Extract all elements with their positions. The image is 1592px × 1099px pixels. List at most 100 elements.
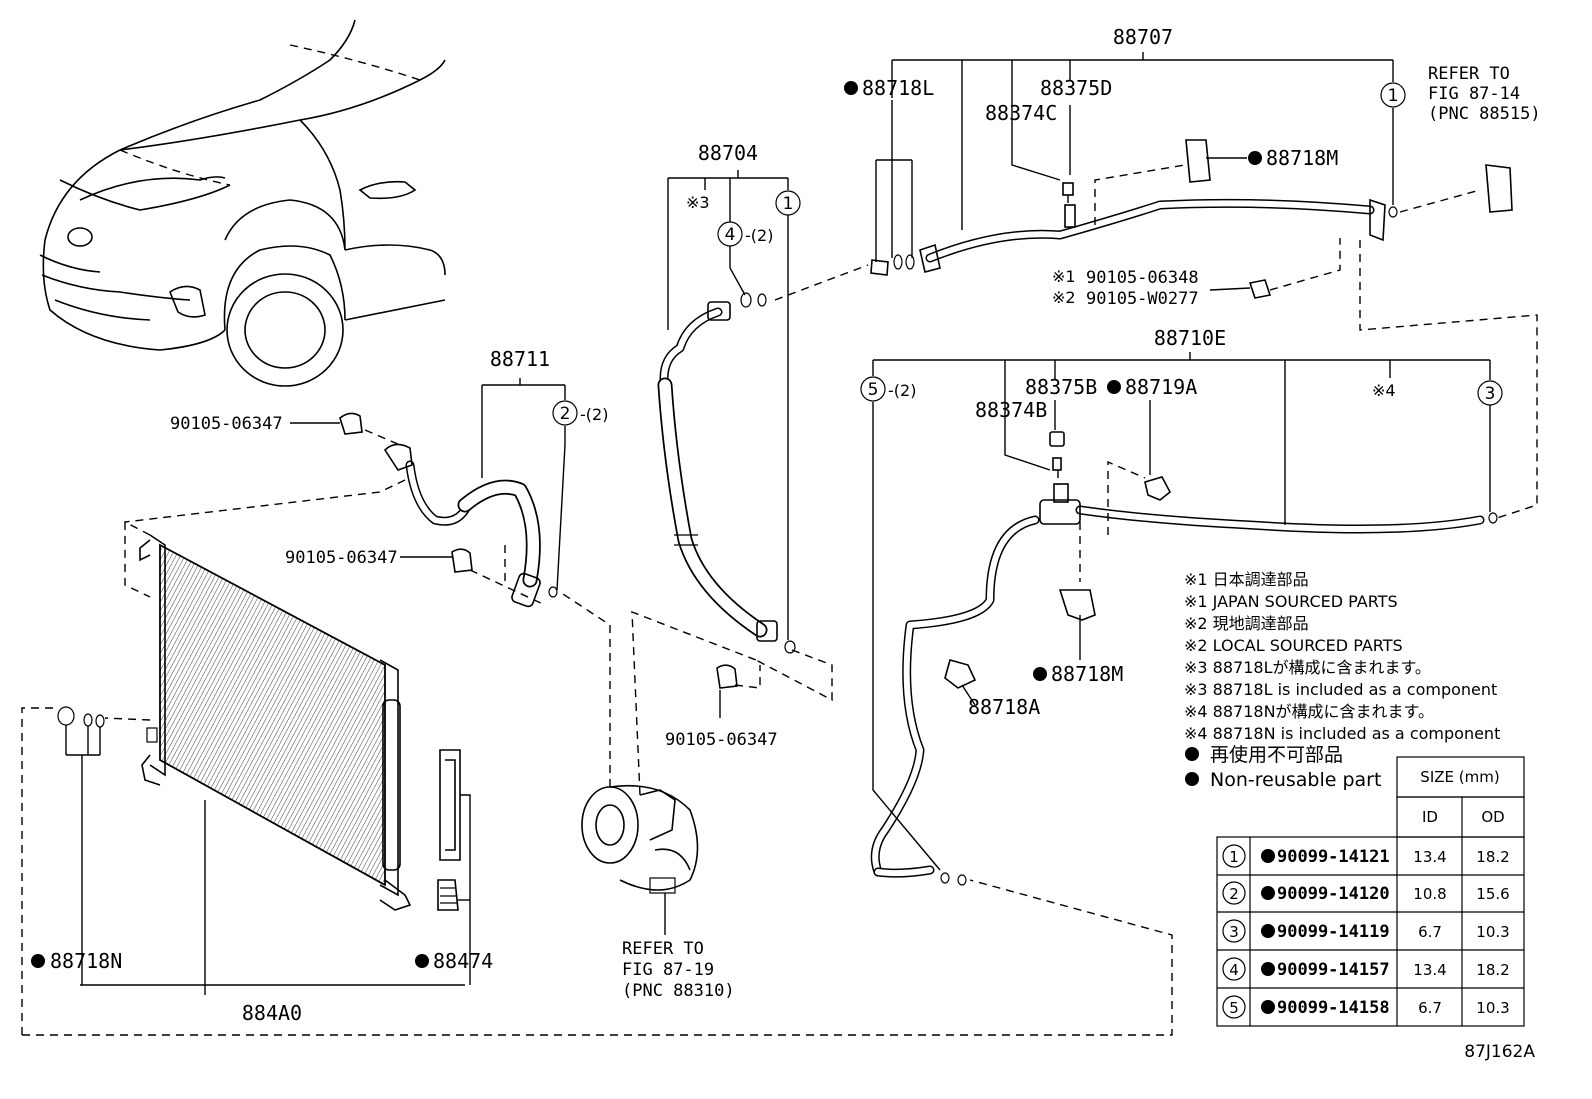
table-header-id: ID — [1422, 808, 1438, 826]
table-row-part: 90099-14120 — [1277, 884, 1390, 904]
table-row-num: 1 — [1229, 848, 1239, 866]
label-88375D: 88375D — [1040, 76, 1112, 100]
compressor — [559, 591, 757, 935]
ref-top-right-line3: (PNC 88515) — [1428, 104, 1541, 124]
table-row-od: 18.2 — [1476, 961, 1509, 979]
table-row-id: 13.4 — [1413, 961, 1446, 979]
table-header-od: OD — [1481, 808, 1504, 826]
note-line: ※1 日本調達部品 — [1184, 570, 1309, 589]
label-88711: 88711 — [490, 347, 550, 371]
label-90105-06347-a: 90105-06347 — [170, 414, 283, 434]
legend-line-jp: 再使用不可部品 — [1210, 744, 1343, 766]
leader-lines — [290, 52, 1491, 871]
marker-4: ※4 — [1372, 381, 1396, 400]
table-row-id: 13.4 — [1413, 848, 1446, 866]
label-90105-06348: 90105-06348 — [1086, 268, 1199, 288]
label-88718N: 88718N — [50, 949, 122, 973]
non-reusable-dot — [1261, 1000, 1275, 1014]
callout-4: 4 — [725, 225, 736, 245]
callout-3: 3 — [1485, 384, 1496, 404]
non-reusable-dot — [1185, 747, 1199, 761]
non-reusable-dot — [1261, 849, 1275, 863]
ref-compressor-line1: REFER TO — [622, 939, 704, 959]
table-row-part: 90099-14119 — [1277, 922, 1390, 942]
legend: 再使用不可部品 Non-reusable part — [1185, 744, 1381, 791]
note-line: ※1 JAPAN SOURCED PARTS — [1184, 592, 1398, 611]
note-line: ※4 88718Nが構成に含まれます。 — [1184, 702, 1434, 721]
label-90105-06347-c: 90105-06347 — [665, 730, 778, 750]
size-table: SIZE (mm) ID OD 1 90099-14121 13.4 18.2 … — [1216, 756, 1525, 1027]
non-reusable-dot — [415, 954, 429, 968]
qty-5: -(2) — [888, 381, 916, 400]
non-reusable-dot — [1261, 924, 1275, 938]
marker-2: ※2 — [1052, 288, 1076, 307]
table-row-od: 15.6 — [1476, 885, 1509, 903]
ref-top-right-line2: FIG 87-14 — [1428, 84, 1520, 104]
label-88704: 88704 — [698, 141, 758, 165]
label-88375B: 88375B — [1025, 375, 1097, 399]
table-row-id: 6.7 — [1418, 999, 1442, 1017]
label-88718L: 88718L — [862, 76, 934, 100]
table-row-num: 3 — [1229, 923, 1239, 941]
label-88374B: 88374B — [975, 398, 1047, 422]
non-reusable-dot — [1033, 667, 1047, 681]
callout-5: 5 — [868, 380, 879, 400]
table-row-id: 6.7 — [1418, 923, 1442, 941]
condenser-assembly — [57, 520, 471, 995]
ref-top-right-line1: REFER TO — [1428, 64, 1510, 84]
ref-compressor-line3: (PNC 88310) — [622, 981, 735, 1001]
qty-2: -(2) — [580, 405, 608, 424]
table-row-num: 5 — [1229, 999, 1239, 1017]
marker-3: ※3 — [686, 193, 710, 212]
legend-line-en: Non-reusable part — [1210, 769, 1381, 791]
callout-circles: 1 1 4 2 5 3 — [552, 82, 1503, 426]
label-88718M-top: 88718M — [1266, 146, 1338, 170]
table-header-size: SIZE (mm) — [1420, 768, 1499, 786]
label-88374C: 88374C — [985, 101, 1057, 125]
note-line: ※3 88718Lが構成に含まれます。 — [1184, 658, 1431, 677]
note-line: ※4 88718N is included as a component — [1184, 724, 1500, 743]
vehicle-illustration — [39, 19, 446, 387]
part-labels: 88707 88718L 88375D 88374C 88718M REFER … — [31, 25, 1541, 1025]
label-88707: 88707 — [1113, 25, 1173, 49]
label-90105-W0277: 90105-W0277 — [1086, 289, 1199, 309]
notes-block: ※1 日本調達部品 ※1 JAPAN SOURCED PARTS ※2 現地調達… — [1184, 570, 1500, 743]
callout-1-hose: 1 — [783, 194, 794, 214]
table-row-num: 4 — [1229, 961, 1239, 979]
label-88710E: 88710E — [1154, 326, 1226, 350]
hoses — [383, 301, 778, 642]
note-line: ※3 88718L is included as a component — [1184, 680, 1497, 699]
note-line: ※2 LOCAL SOURCED PARTS — [1184, 636, 1403, 655]
label-884A0: 884A0 — [242, 1001, 302, 1025]
non-reusable-dot — [1107, 380, 1121, 394]
note-line: ※2 現地調達部品 — [1184, 614, 1309, 633]
figure-code: 87J162A — [1464, 1042, 1535, 1062]
label-88718A: 88718A — [968, 695, 1040, 719]
table-row-num: 2 — [1229, 885, 1239, 903]
non-reusable-dot — [844, 81, 858, 95]
non-reusable-dot — [1185, 772, 1199, 786]
table-row-od: 18.2 — [1476, 848, 1509, 866]
pipes — [339, 139, 1513, 886]
label-88719A: 88719A — [1125, 375, 1197, 399]
callout-2: 2 — [560, 404, 571, 424]
label-88718M-mid: 88718M — [1051, 662, 1123, 686]
non-reusable-dot — [1261, 886, 1275, 900]
table-row-part: 90099-14157 — [1277, 960, 1390, 980]
table-row-part: 90099-14158 — [1277, 998, 1390, 1018]
non-reusable-dot — [31, 954, 45, 968]
label-88474: 88474 — [433, 949, 493, 973]
connection-lines — [21, 164, 1538, 1036]
table-row-od: 10.3 — [1476, 999, 1509, 1017]
callout-1-top: 1 — [1388, 86, 1399, 106]
table-row-id: 10.8 — [1413, 885, 1446, 903]
table-row-part: 90099-14121 — [1277, 847, 1390, 867]
label-90105-06347-b: 90105-06347 — [285, 548, 398, 568]
non-reusable-dot — [1248, 151, 1262, 165]
marker-1: ※1 — [1052, 267, 1076, 286]
table-row-od: 10.3 — [1476, 923, 1509, 941]
qty-4: -(2) — [745, 226, 773, 245]
non-reusable-dot — [1261, 962, 1275, 976]
ref-compressor-line2: FIG 87-19 — [622, 960, 714, 980]
